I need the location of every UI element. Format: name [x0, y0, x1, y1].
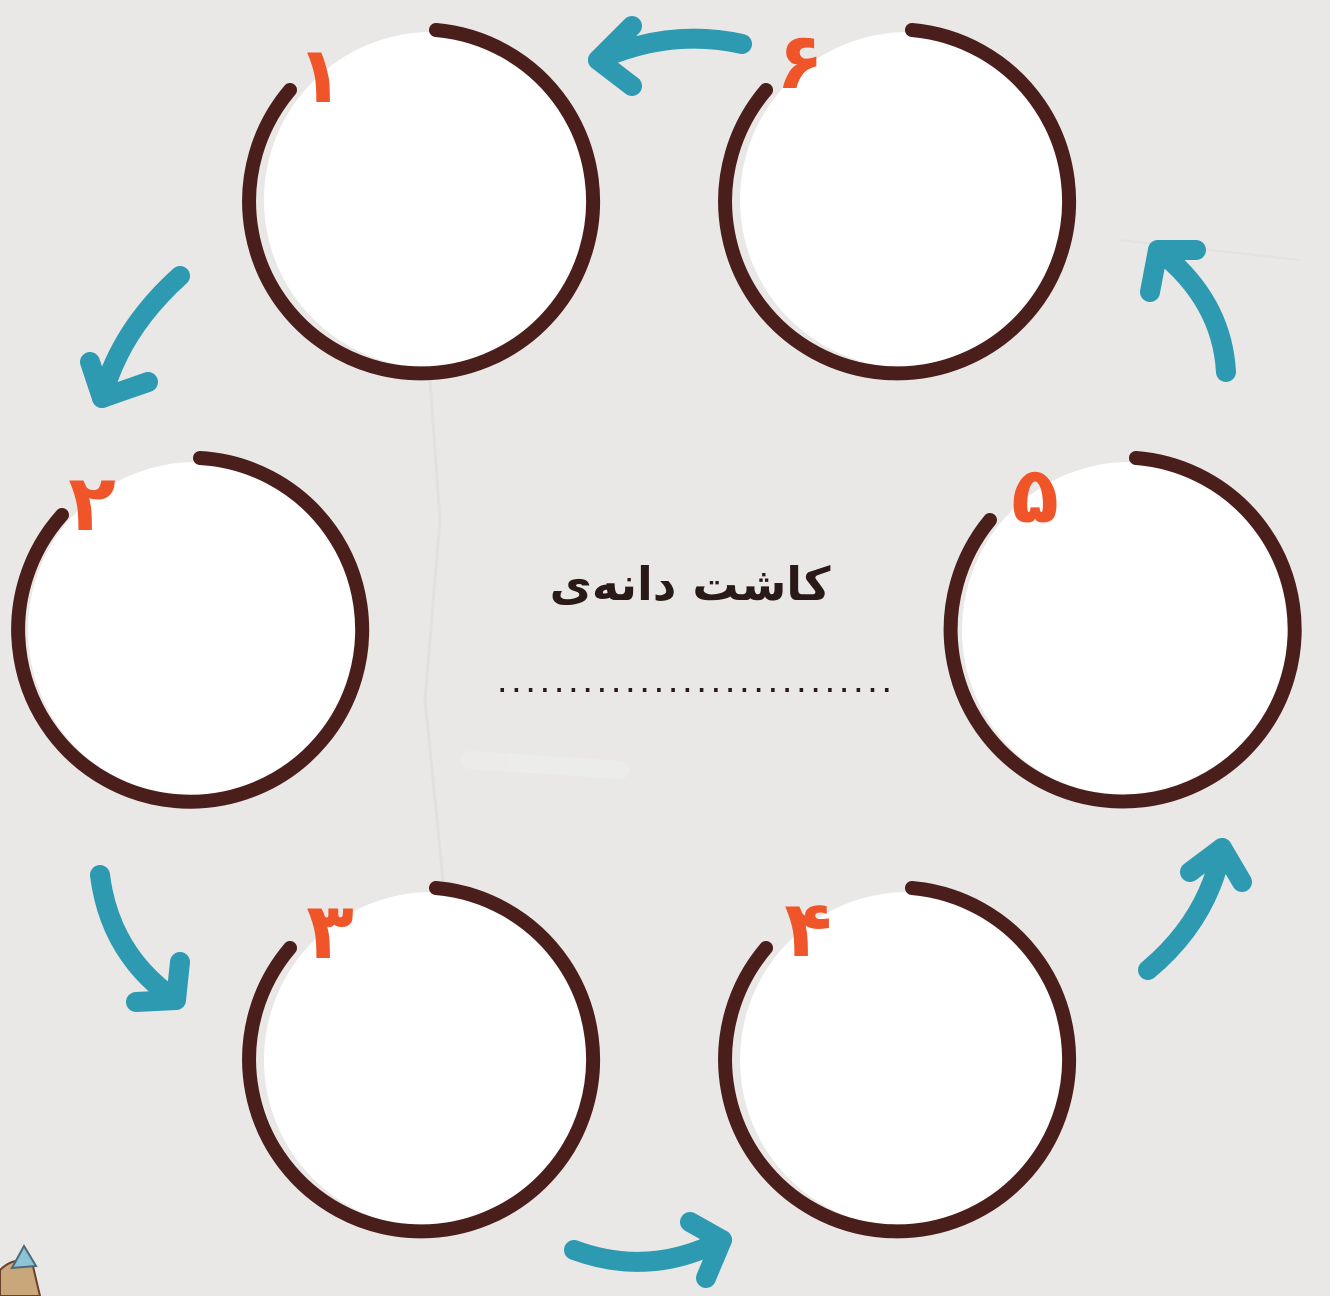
step-6-number: ۶	[776, 17, 824, 107]
step-1-number: ۱	[296, 31, 344, 121]
arrow-4-to-5	[1148, 848, 1242, 970]
step-3: ۳	[249, 887, 600, 1231]
arrow-5-to-6	[1150, 250, 1226, 372]
arrow-3-to-4	[574, 1222, 722, 1278]
step-3-number: ۳	[306, 887, 354, 977]
step-6: ۶	[725, 17, 1076, 373]
step-2-number: ۲	[68, 459, 116, 549]
mascot-icon	[0, 1246, 40, 1296]
arrow-2-to-3	[100, 875, 180, 1002]
answer-blank[interactable]: ............................	[496, 673, 895, 698]
arrow-1-to-2	[90, 276, 180, 398]
step-1: ۱	[249, 30, 600, 373]
center-label: کاشت دانه‌ی ............................	[496, 557, 895, 698]
step-5-number: ۵	[1011, 451, 1059, 541]
title: کاشت دانه‌ی	[550, 557, 831, 611]
step-4: ۴	[725, 885, 1076, 1231]
step-2: ۲	[18, 458, 364, 802]
step-5: ۵	[951, 451, 1298, 801]
step-4-number: ۴	[784, 885, 832, 975]
arrow-6-to-1	[598, 26, 742, 86]
